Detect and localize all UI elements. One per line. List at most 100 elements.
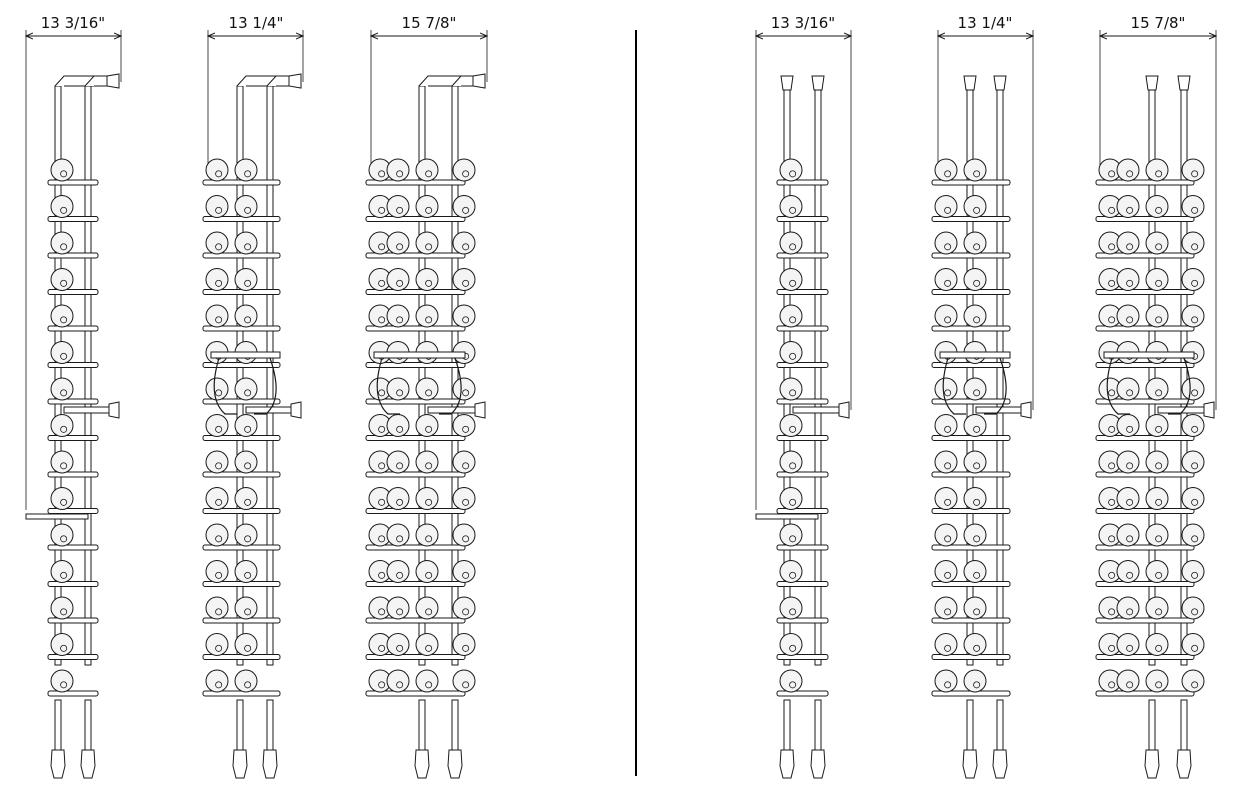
bottle-b-7-0	[205, 414, 229, 437]
bottle-c-7-3	[452, 414, 476, 437]
racks-layer	[26, 30, 1216, 779]
shelf-f-4	[1095, 325, 1195, 332]
bottle-f-12-2-punt	[1155, 608, 1163, 616]
bottle-c-0-2-punt	[425, 170, 433, 178]
bottle-a-1-0	[50, 195, 74, 218]
bottle-f-2-1	[1116, 231, 1140, 255]
bottle-c-1-0-punt	[378, 206, 386, 214]
bottle-c-3-3	[452, 268, 476, 291]
bottle-e-9-0-punt	[944, 498, 952, 506]
bottle-c-4-3	[452, 304, 476, 328]
bottle-a-9-0-punt	[60, 498, 68, 506]
foot-cap-a-1	[80, 749, 96, 779]
bottle-c-2-3	[452, 231, 476, 255]
mid-arm-a	[63, 406, 110, 414]
shelf-a-11	[47, 581, 99, 587]
shelf-f-11	[1095, 581, 1195, 587]
bottle-a-3-0-punt	[60, 279, 68, 287]
bottle-d-8-0-punt	[789, 462, 797, 470]
bottle-c-11-3-punt	[462, 571, 470, 579]
bottle-f-12-3	[1181, 596, 1205, 620]
bottle-b-6-1-punt	[244, 389, 252, 397]
bottle-b-8-1	[234, 450, 258, 474]
bottle-b-0-0-punt	[215, 170, 223, 178]
bottle-c-9-1-punt	[396, 498, 404, 506]
rack-c	[365, 30, 487, 779]
bottle-b-3-1-punt	[244, 279, 252, 287]
shelf-c-2	[365, 252, 466, 259]
bottle-b-9-0-punt	[215, 498, 223, 506]
bottle-e-8-0-punt	[944, 462, 952, 470]
bottle-d-13-0-punt	[789, 644, 797, 652]
shelf-a-10	[47, 544, 99, 551]
bottle-a-8-0-punt	[60, 462, 68, 470]
bottle-e-2-1-punt	[973, 243, 981, 251]
pole-e-1	[996, 89, 1004, 666]
bottle-d-7-0	[779, 414, 803, 437]
wine-glass-right-e	[984, 357, 1007, 415]
bottle-e-12-1	[963, 596, 987, 620]
bottle-e-3-1-punt	[973, 279, 981, 287]
lower-pole-d-0	[783, 699, 791, 751]
bottle-d-3-0	[779, 268, 803, 291]
bottle-f-14-0-punt	[1108, 681, 1116, 689]
wine-glass-left-c	[376, 357, 400, 415]
bottle-f-7-3-punt	[1191, 425, 1199, 433]
shelf-c-6	[365, 398, 466, 405]
width-label-e: 13 1/4"	[958, 14, 1013, 32]
bottle-f-4-0-punt	[1108, 316, 1116, 324]
bottle-c-3-0-punt	[378, 279, 386, 287]
bottle-b-0-1-punt	[244, 170, 252, 178]
bottle-b-2-0-punt	[215, 243, 223, 251]
shelf-c-9	[365, 508, 466, 514]
lower-pole-f-0	[1148, 699, 1156, 751]
bottle-c-0-3-punt	[462, 170, 470, 178]
shelf-d-14	[776, 690, 829, 697]
shelf-f-9	[1095, 508, 1195, 514]
bottle-c-14-2-punt	[425, 681, 433, 689]
rack-e	[931, 30, 1033, 779]
bottle-c-4-2	[415, 304, 439, 328]
bottle-b-7-0-punt	[215, 425, 223, 433]
shelf-d-12	[776, 617, 829, 624]
bottle-f-11-3-punt	[1191, 571, 1199, 579]
wall-anchor-top-b	[288, 73, 302, 89]
bottle-c-10-2-punt	[425, 535, 433, 543]
lower-pole-b-0	[236, 699, 244, 751]
bottle-c-10-3-punt	[462, 535, 470, 543]
bottle-f-0-0-punt	[1108, 170, 1116, 178]
bottle-e-2-1	[963, 231, 987, 255]
bottle-f-9-1	[1116, 487, 1140, 510]
bottle-c-6-1-punt	[396, 389, 404, 397]
shelf-d-4	[776, 325, 829, 332]
bottle-f-2-2-punt	[1155, 243, 1163, 251]
shelf-d-10	[776, 544, 829, 551]
bottle-a-9-0	[50, 487, 74, 510]
bottle-d-12-0	[779, 596, 803, 620]
bottle-b-11-0	[205, 560, 229, 583]
bottle-e-14-0-punt	[944, 681, 952, 689]
bottle-b-6-1	[234, 377, 258, 401]
bottle-e-13-0-punt	[944, 644, 952, 652]
shelf-a-8	[47, 471, 99, 478]
bottle-e-4-1	[963, 304, 987, 328]
bottle-f-10-1-punt	[1126, 535, 1134, 543]
shelf-c-7	[365, 435, 466, 441]
bottle-c-8-2-punt	[425, 462, 433, 470]
bottle-f-10-2-punt	[1155, 535, 1163, 543]
bottle-f-1-0-punt	[1108, 206, 1116, 214]
bottle-f-4-2-punt	[1155, 316, 1163, 324]
bottle-f-14-1	[1116, 669, 1140, 693]
bottle-e-11-0	[934, 560, 958, 583]
bottle-c-7-2	[415, 414, 439, 437]
bottle-b-12-0	[205, 596, 229, 620]
bottle-e-0-0	[934, 158, 958, 182]
bottle-f-0-1	[1116, 158, 1140, 182]
bottle-a-5-0	[50, 341, 74, 364]
bottle-f-2-3-punt	[1191, 243, 1199, 251]
bottle-e-6-1	[963, 377, 987, 401]
bottle-b-9-1-punt	[244, 498, 252, 506]
bottle-f-9-2	[1145, 487, 1169, 510]
bottle-f-10-0-punt	[1108, 535, 1116, 543]
bottle-d-4-0-punt	[789, 316, 797, 324]
